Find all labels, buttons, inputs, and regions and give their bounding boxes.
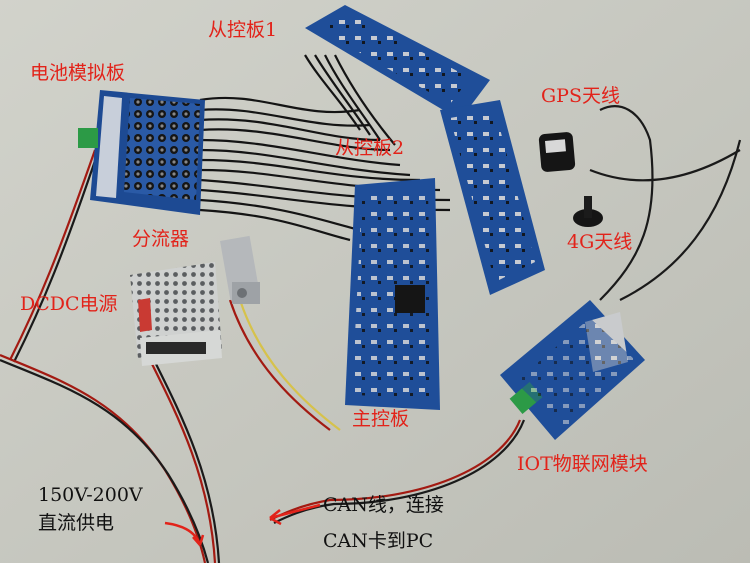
label-iot-module: IOT物联网模块 xyxy=(517,453,648,475)
label-master-board: 主控板 xyxy=(352,408,410,430)
label-dcdc-power: DCDC电源 xyxy=(20,293,118,315)
label-dc-supply: 直流供电 xyxy=(38,512,115,534)
gps-antenna xyxy=(538,132,576,172)
battery-sim-board xyxy=(78,90,205,215)
slave-board-2 xyxy=(440,100,545,295)
label-can-line: CAN线，连接 xyxy=(323,494,444,516)
label-dc-supply-voltage: 150V-200V xyxy=(38,484,143,506)
label-can-card-pc: CAN卡到PC xyxy=(323,530,434,552)
shunt xyxy=(220,235,260,304)
label-slave-board-1: 从控板1 xyxy=(208,19,278,41)
power-wires xyxy=(0,105,742,563)
lte-antenna xyxy=(573,196,603,227)
dcdc-power-supply xyxy=(130,262,222,366)
slave-board-1 xyxy=(305,5,490,120)
annotation-arrows xyxy=(164,503,321,546)
iot-module-board xyxy=(500,300,645,440)
label-gps-antenna: GPS天线 xyxy=(541,85,620,107)
label-lte-antenna: 4G天线 xyxy=(567,231,633,253)
master-board xyxy=(345,178,440,410)
label-battery-sim-board: 电池模拟板 xyxy=(30,62,126,84)
label-slave-board-2: 从控板2 xyxy=(335,137,405,159)
label-shunt: 分流器 xyxy=(132,228,190,250)
terminal-block xyxy=(78,128,98,148)
